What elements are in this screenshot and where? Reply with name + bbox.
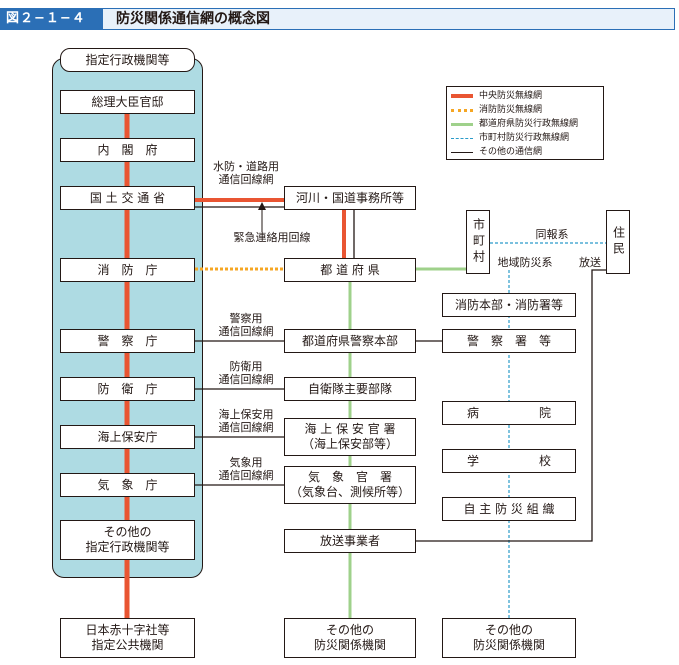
box-pref-police: 都道府県警察本部 [284, 329, 416, 353]
box-police-station: 警 察 署 等 [442, 329, 576, 353]
legend-swatch-central [451, 94, 473, 98]
box-residents: 住民 [606, 210, 630, 274]
box-jcg: 海上保安庁 [60, 425, 195, 449]
box-mlit: 国 土 交 通 省 [60, 186, 195, 210]
label-emergency-line: 緊急連絡用回線 [233, 231, 311, 244]
box-other-gov: その他の 指定行政機関等 [60, 520, 195, 560]
legend-item: 市町村防災行政無線網 [451, 131, 601, 145]
box-other-disaster-right: その他の 防災関係機関 [442, 618, 576, 658]
box-school: 学 校 [442, 449, 576, 473]
legend-item: 中央防災無線網 [451, 89, 601, 103]
box-voluntary: 自 主 防 災 組 織 [442, 497, 576, 521]
box-mod: 防 衛 庁 [60, 377, 195, 401]
legend-item: 消防防災無線網 [451, 103, 601, 117]
box-municipality: 市町村 [466, 210, 490, 274]
box-prefecture: 都 道 府 県 [284, 258, 416, 282]
box-weather: 気 象 官 署 （気象台、測候所等） [284, 466, 416, 504]
label-flood-road-net: 水防・道路用 通信回線網 [213, 160, 279, 186]
legend-swatch-prefecture [451, 123, 473, 126]
legend-label: 中央防災無線網 [479, 91, 543, 101]
box-npa: 警 察 庁 [60, 329, 195, 353]
box-cabinet-office: 内 閣 府 [60, 138, 195, 162]
designated-agencies-header: 指定行政機関等 [60, 48, 195, 72]
label-regional: 地域防災系 [497, 256, 553, 269]
legend-swatch-fire [451, 109, 473, 112]
figure-header: 図２−１−４ 防災関係通信網の概念図 [0, 0, 679, 30]
legend-label: その他の通信網 [479, 147, 543, 157]
other-line-broadcast [416, 269, 606, 542]
other-line-arrow-head [258, 202, 266, 210]
legend-label: 都道府県防災行政無線網 [479, 119, 579, 129]
box-coast-guard: 海 上 保 安 官 署 （海上保安部等） [284, 418, 416, 456]
legend: 中央防災無線網 消防防災無線網 都道府県防災行政無線網 市町村防災行政無線網 そ… [446, 86, 604, 160]
legend-swatch-municipal [451, 138, 473, 139]
legend-label: 市町村防災行政無線網 [479, 133, 570, 143]
box-hospital: 病 院 [442, 401, 576, 425]
legend-label: 消防防災無線網 [479, 105, 543, 115]
legend-item: 都道府県防災行政無線網 [451, 117, 601, 131]
label-simultaneous: 同報系 [535, 228, 569, 241]
box-jma: 気 象 庁 [60, 473, 195, 497]
box-river-office: 河川・国道事務所等 [284, 186, 416, 210]
box-cabinet: 総理大臣官邸 [60, 90, 195, 114]
label-coast-net: 海上保安用 通信回線網 [218, 408, 274, 434]
legend-swatch-other [451, 152, 473, 153]
label-broadcast: 放送 [579, 256, 601, 269]
box-sdf: 自衛隊主要部隊 [284, 377, 416, 401]
box-fire-station: 消防本部・消防署等 [442, 293, 576, 317]
box-other-disaster-middle: その他の 防災関係機関 [284, 618, 416, 658]
figure-title: 防災関係通信網の概念図 [116, 11, 270, 27]
label-defense-net: 防衛用 通信回線網 [218, 360, 274, 386]
figure-label: 図２−１−４ [0, 8, 103, 30]
label-weather-net: 気象用 通信回線網 [218, 456, 274, 482]
box-fdma: 消 防 庁 [60, 258, 195, 282]
box-red-cross: 日本赤十字社等 指定公共機関 [60, 618, 195, 658]
label-police-net: 警察用 通信回線網 [218, 312, 274, 338]
legend-item: その他の通信網 [451, 145, 601, 159]
box-broadcaster: 放送事業者 [284, 529, 416, 553]
